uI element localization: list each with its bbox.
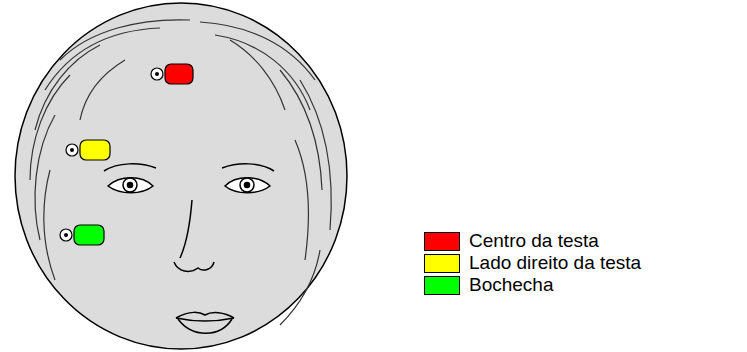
electrode-pad [165,64,193,84]
iris [123,178,137,192]
legend-label: Bochecha [469,274,554,296]
electrode [60,225,104,245]
eyebrow [104,164,156,171]
hair-stroke [44,170,55,280]
electrode [66,140,110,160]
electrode-dot [64,233,68,237]
hair-stroke [35,115,55,240]
legend-label: Lado direito da testa [469,252,641,274]
pupil [128,183,133,188]
hair-stroke [230,40,285,110]
eye [108,178,153,193]
hair-stroke [280,70,322,190]
legend-swatch [424,232,460,251]
electrode-snap [60,229,72,241]
lip-line [176,318,234,321]
legend-row: Centro da testa [424,230,599,252]
pupil [245,183,250,188]
electrode-dot [155,72,159,76]
legend-row: Bochecha [424,274,554,296]
hair-strokes [30,20,331,325]
hair-stroke [300,80,331,230]
upper-lip [176,312,234,318]
face-features [104,164,274,333]
legend-swatch [424,254,460,273]
eye [225,178,270,193]
face-oval [15,3,347,349]
hair-stroke [35,45,100,130]
electrode-pad [74,225,104,245]
hair-stroke [45,28,160,90]
electrode-dot [70,148,74,152]
eyebrow [222,164,274,171]
legend-label: Centro da testa [469,230,599,252]
electrode [151,64,193,84]
lower-lip [178,319,232,333]
hair-stroke [60,20,190,60]
hair-stroke [30,75,70,180]
hair-stroke [215,35,310,110]
iris [240,178,254,192]
hair-stroke [280,250,320,325]
hair-stroke [295,140,308,260]
nostrils [174,262,214,271]
hair-stroke [200,22,315,80]
nose-line [180,200,192,258]
legend-swatch [424,276,460,295]
electrode-snap [151,68,163,80]
electrode-snap [66,144,78,156]
electrode-pad [80,140,110,160]
hair-stroke [80,60,125,120]
legend-row: Lado direito da testa [424,252,641,274]
